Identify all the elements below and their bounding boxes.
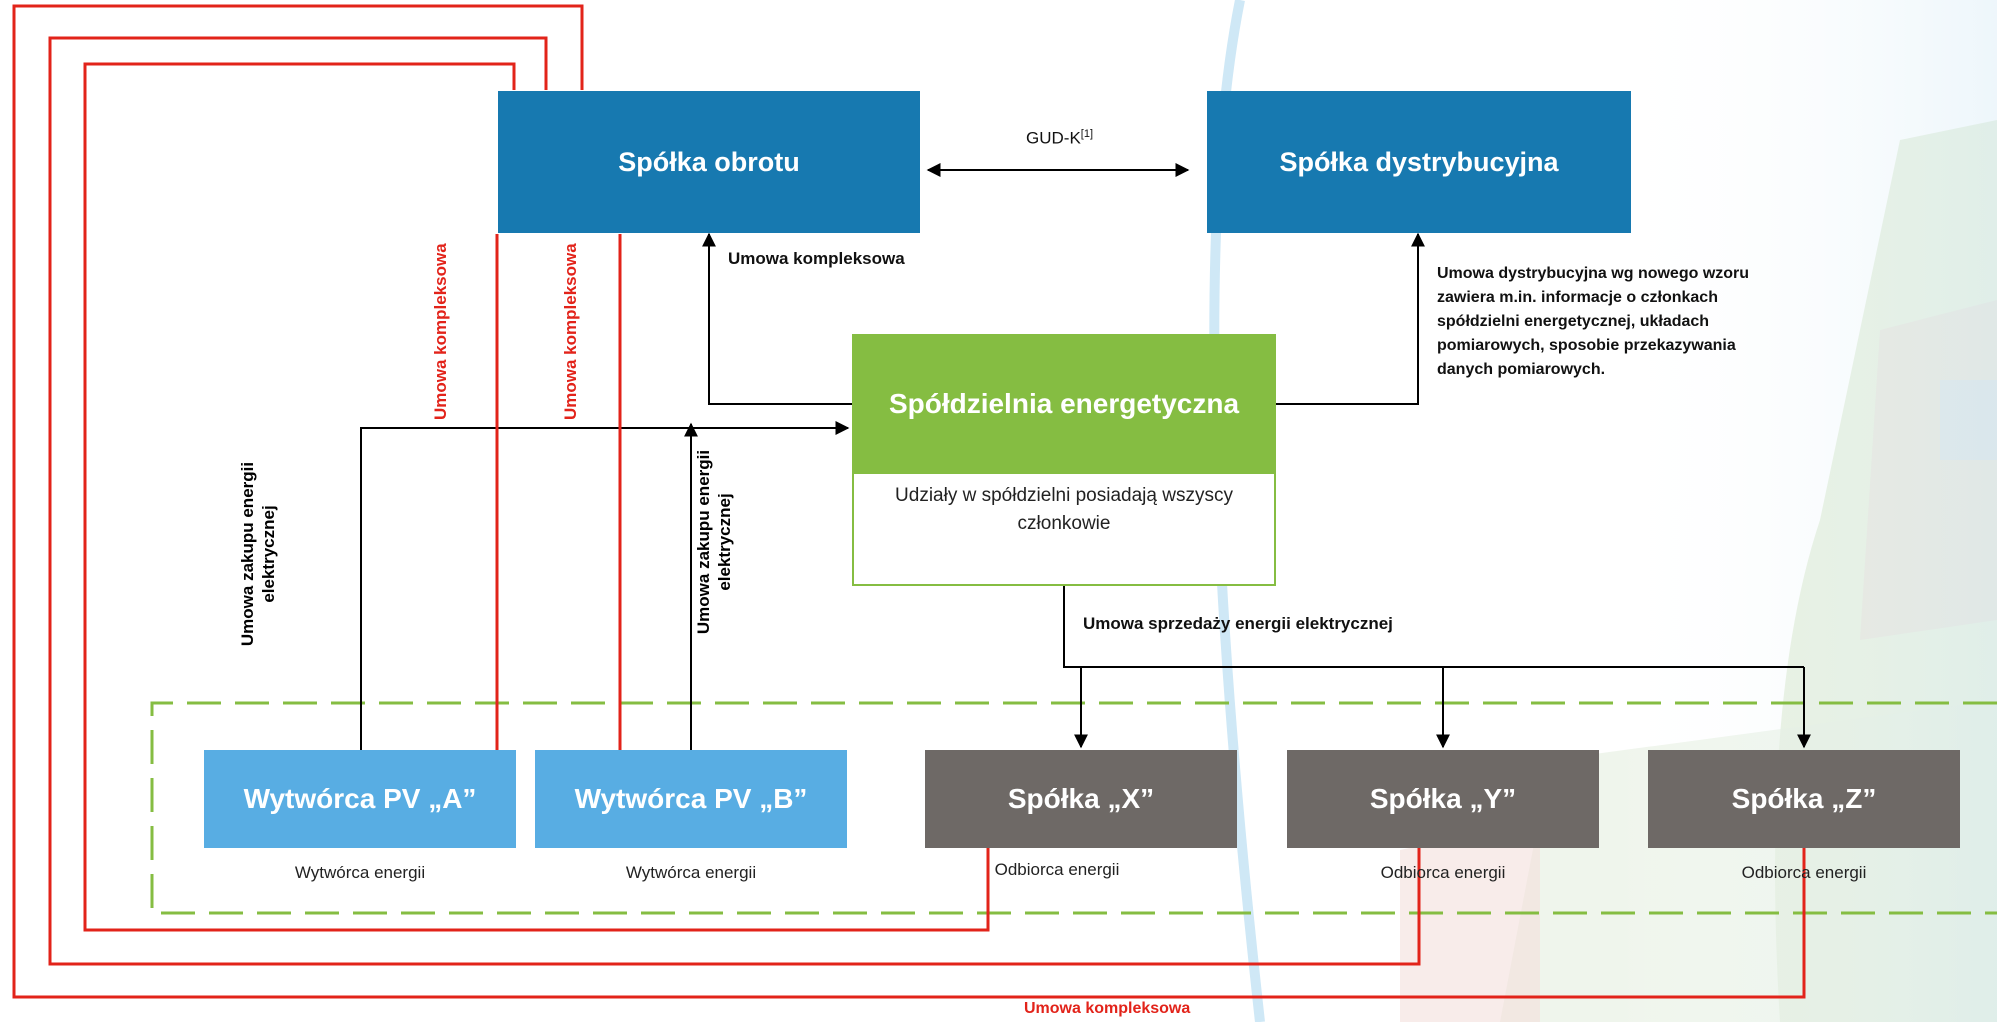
spolka-dystrybucyjna-box: Spółka dystrybucyjna [1207,91,1631,233]
coop-to-dystrybucyjna-arrow [1276,232,1425,405]
sales-trunk [1063,586,1804,668]
wytworca-pv-a-label: Wytwórca PV „A” [243,783,477,814]
spolka-obrotu-box: Spółka obrotu [498,91,920,233]
spoldzielnia-box: Spółdzielnia energetyczna [852,334,1276,474]
gud-k-label: GUD-K[1] [1026,128,1093,149]
umowa-dystrybucyjna-note: Umowa dystrybucyjna wg nowego wzoru zawi… [1437,265,1750,378]
red-line-y [48,36,1421,966]
wytworca-pv-b-label: Wytwórca PV „B” [574,783,808,814]
umowa-zakupu-b-text: Umowa zakupu energii elektrycznej [694,449,734,635]
wytworca-pv-a-box: Wytwórca PV „A” [204,750,516,848]
red-line-z [12,4,1806,999]
umowa-kompleksowa-label: Umowa kompleksowa [728,249,905,268]
red-vertical-label-1: Umowa kompleksowa [431,243,450,420]
red-bottom-label: Umowa kompleksowa [1024,1000,1191,1017]
spoldzielnia-note: Udziały w spółdzielni posiadają wszyscy … [852,474,1276,586]
umowa-zakupu-a-text: Umowa zakupu energii elektrycznej [238,461,278,647]
gud-k-footnote-ref: [1] [1080,128,1094,140]
spolka-y-label: Spółka „Y” [1369,783,1517,814]
pv-b-sublabel: Wytwórca energii [625,863,757,882]
spoldzielnia-label: Spółdzielnia energetyczna [888,388,1240,419]
wytworca-pv-b-box: Wytwórca PV „B” [535,750,847,848]
red-line-x [83,62,990,932]
gud-k-text: GUD-K [1026,128,1081,148]
spolka-z-label: Spółka „Z” [1731,783,1877,814]
umowa-zakupu-a-label: Umowa zakupu energii elektrycznej [237,459,281,649]
umowa-zakupu-b-label: Umowa zakupu energii elektrycznej [693,447,737,637]
spolka-dystrybucyjna-label: Spółka dystrybucyjna [1279,146,1559,177]
y-sublabel: Odbiorca energii [1380,863,1506,882]
spolka-obrotu-label: Spółka obrotu [618,146,800,177]
spolka-x-box: Spółka „X” [925,750,1237,848]
spolka-x-label: Spółka „X” [1007,783,1155,814]
spolka-z-box: Spółka „Z” [1648,750,1960,848]
coop-to-obrot-arrow [702,232,852,405]
spolka-y-box: Spółka „Y” [1287,750,1599,848]
umowa-sprzedazy-label: Umowa sprzedaży energii elektrycznej [1083,614,1393,633]
z-sublabel: Odbiorca energii [1741,863,1867,882]
pv-a-sublabel: Wytwórca energii [294,863,426,882]
x-sublabel: Odbiorca energii [994,860,1120,879]
red-vertical-label-2: Umowa kompleksowa [561,243,580,420]
consumer-group-frame [150,701,1997,915]
